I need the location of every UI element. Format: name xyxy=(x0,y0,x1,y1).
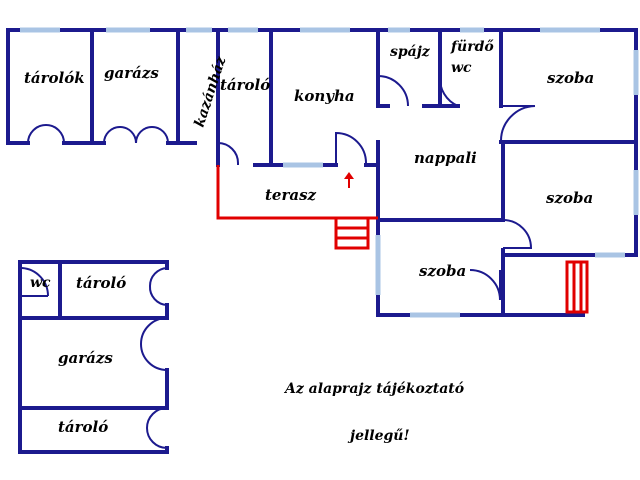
room-label-nappali: nappali xyxy=(414,149,477,167)
room-labels: tárolók garázs kazánház tároló konyha sp… xyxy=(24,39,594,436)
room-label-taroló-annex-bottom: tároló xyxy=(58,418,108,436)
disclaimer-note: Az alaprajz tájékoztató jellegű! xyxy=(283,381,464,444)
room-label-taroló-annex-top: tároló xyxy=(76,274,126,292)
room-label-tarolok: tárolók xyxy=(24,69,85,87)
room-label-taroló: tároló xyxy=(220,76,270,94)
room-label-terasz: terasz xyxy=(265,186,317,204)
entrance-arrow-icon xyxy=(344,172,354,188)
room-label-wc-annex: wc xyxy=(30,275,51,291)
room-label-wc: wc xyxy=(451,60,472,76)
main-building-doors xyxy=(27,74,536,301)
note-line-1: Az alaprajz tájékoztató xyxy=(283,381,464,397)
room-label-garazs: garázs xyxy=(104,64,159,82)
room-label-konyha: konyha xyxy=(294,87,355,105)
stairs-right xyxy=(565,260,589,314)
main-building-windows xyxy=(20,27,639,318)
terrace-outline xyxy=(216,165,378,220)
note-line-2: jellegű! xyxy=(347,428,410,444)
annex-doors xyxy=(21,267,168,449)
room-label-szoba-top: szoba xyxy=(547,69,594,87)
room-label-spajz: spájz xyxy=(390,44,431,60)
room-label-garazs-annex: garázs xyxy=(58,349,113,367)
room-label-szoba-bottom: szoba xyxy=(419,262,466,280)
room-label-furdo: fürdő xyxy=(450,39,494,55)
annex-walls xyxy=(18,260,169,454)
stairs-terrace xyxy=(334,216,370,250)
main-building-walls xyxy=(6,28,638,317)
room-label-szoba-right: szoba xyxy=(546,189,593,207)
